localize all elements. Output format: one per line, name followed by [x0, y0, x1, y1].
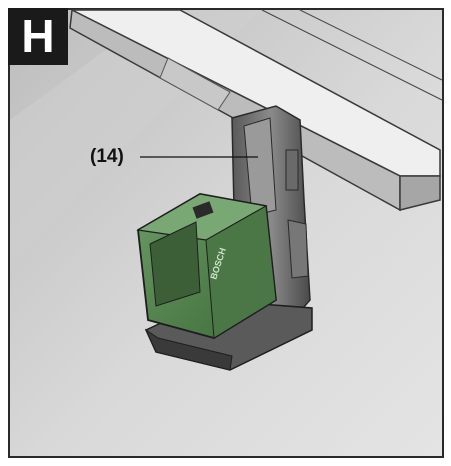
laser-device — [136, 193, 277, 339]
ceiling-grid-rail — [69, 8, 443, 212]
figure-letter-badge: H — [8, 8, 68, 65]
callout-label: (14) — [90, 146, 124, 167]
